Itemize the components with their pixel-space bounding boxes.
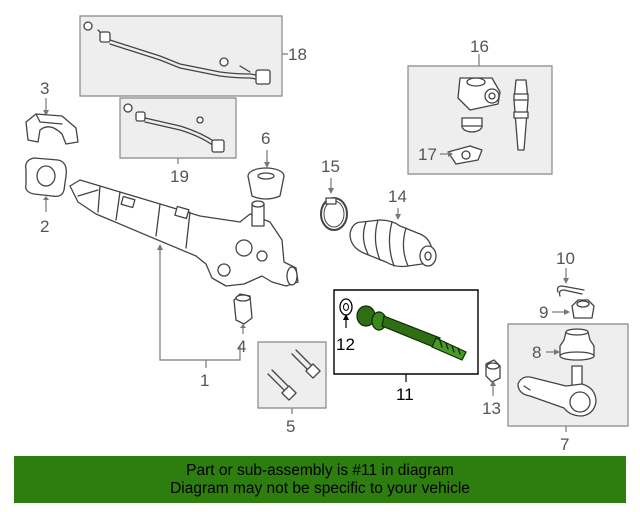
part-group-10: 10 (556, 249, 585, 297)
callout-17: 17 (418, 145, 437, 164)
valve-body-16-icon (457, 77, 529, 151)
cotter-pin-10-icon (556, 285, 585, 297)
washer-12-icon (339, 298, 353, 316)
banner-line-2: Diagram may not be specific to your vehi… (170, 479, 470, 497)
callout-7: 7 (560, 435, 569, 454)
part-box-19 (119, 97, 237, 159)
info-banner: Part or sub-assembly is #11 in diagram D… (14, 456, 626, 503)
part-group-1: 1 (69, 179, 299, 390)
part-group-15: 15 (320, 157, 348, 231)
part-group-16: 16 17 (407, 37, 553, 175)
ball-joint-boot-8-icon (559, 328, 595, 361)
callout-5: 5 (286, 417, 295, 436)
callout-16: 16 (470, 37, 489, 56)
tie-rod-end-7-icon (517, 365, 597, 417)
callout-8: 8 (532, 343, 541, 362)
callout-18: 18 (288, 45, 307, 64)
part-group-9: 9 (539, 299, 595, 322)
bracket-3-icon (25, 113, 79, 145)
part-group-4: 4 (233, 293, 253, 356)
pressure-line-18-icon (83, 21, 271, 85)
banner-line-1: Part or sub-assembly is #11 in diagram (186, 461, 454, 479)
nut-13-icon (485, 359, 501, 383)
part-box-7 (507, 323, 629, 427)
part-group-13: 13 (482, 359, 501, 418)
bolts-5-icon (267, 349, 321, 401)
callout-19: 19 (170, 167, 189, 186)
callout-2: 2 (40, 217, 49, 236)
callout-12: 12 (336, 335, 355, 354)
part-group-3: 3 (25, 79, 79, 145)
gasket-17-icon (447, 145, 483, 165)
callout-15: 15 (321, 157, 340, 176)
part-group-14: 14 (349, 187, 437, 268)
castle-nut-9-icon (571, 299, 595, 319)
callout-6: 6 (261, 129, 270, 148)
callout-10: 10 (556, 249, 575, 268)
part-group-11: 12 11 (333, 289, 479, 404)
callout-9: 9 (539, 303, 548, 322)
part-box-18 (79, 15, 283, 97)
part-group-19: 19 (119, 97, 237, 186)
dust-seal-6-icon (247, 167, 285, 200)
callout-1: 1 (200, 371, 209, 390)
boot-14-icon (349, 219, 437, 268)
part-group-2: 2 (25, 157, 67, 236)
callout-4: 4 (237, 337, 246, 356)
cushion-4-icon (233, 293, 253, 325)
callout-13: 13 (482, 399, 501, 418)
tie-rod-11-icon (356, 305, 467, 361)
callout-11: 11 (396, 385, 414, 404)
return-line-19-icon (123, 103, 225, 153)
part-group-5: 5 (257, 341, 327, 436)
clamp-15-icon (320, 197, 348, 231)
bushing-2-icon (25, 157, 67, 198)
steering-rack-1-icon (69, 179, 299, 287)
part-box-5 (257, 341, 327, 409)
callout-14: 14 (388, 187, 407, 206)
part-group-7: 8 7 (507, 323, 629, 454)
part-group-18: 18 (79, 15, 307, 97)
callout-3: 3 (40, 79, 49, 98)
part-group-6: 6 (247, 129, 285, 200)
